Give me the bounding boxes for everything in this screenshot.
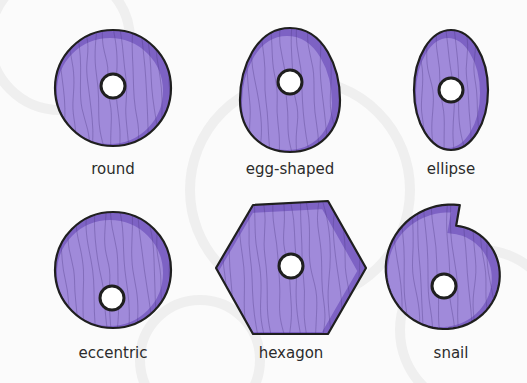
round-cam xyxy=(52,26,176,150)
shape-label: hexagon xyxy=(259,344,324,362)
hexagon-cam xyxy=(213,197,370,338)
shape-label: snail xyxy=(434,344,469,362)
shape-label: ellipse xyxy=(427,160,475,178)
egg-cam xyxy=(237,24,347,156)
snail-cam xyxy=(382,196,521,349)
ellipse-cam xyxy=(411,26,496,154)
shape-label: egg-shaped xyxy=(246,160,334,178)
shape-label: round xyxy=(91,160,135,178)
shape-label: eccentric xyxy=(79,344,148,362)
eccentric-cam xyxy=(52,208,175,332)
